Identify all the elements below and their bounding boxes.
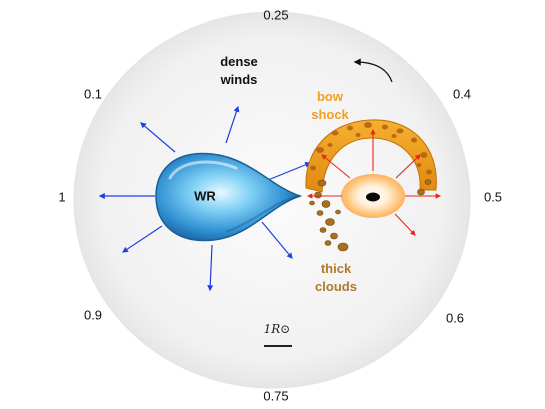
cloud-clump: [335, 209, 341, 215]
phase-label-lower-right: 0.6: [445, 310, 465, 326]
cloud-clump: [325, 218, 335, 226]
dense-winds-line1: dense: [220, 54, 258, 69]
dense-winds-label: dense winds: [220, 53, 258, 89]
cloud-clump: [330, 232, 338, 240]
bow-shock: [305, 119, 437, 193]
wind-arrow: [267, 162, 312, 181]
dense-winds-line2: winds: [220, 72, 258, 87]
cloud-clump: [337, 242, 349, 252]
thick-clouds-line1: thick: [320, 261, 352, 276]
cloud-clump: [309, 200, 315, 206]
phase-label-upper-left: 0.1: [83, 86, 103, 102]
cloud-clump: [424, 179, 432, 185]
wind-arrow: [225, 105, 240, 144]
bow-shock-line2: shock: [311, 107, 349, 122]
wr-star: [155, 152, 303, 242]
scale-indicator: 1R⊙: [262, 320, 292, 347]
cloud-clump: [319, 227, 327, 233]
cloud-clump: [316, 210, 324, 216]
cloud-clump: [324, 240, 332, 246]
scale-bar: [264, 345, 292, 347]
shock-arrow: [394, 213, 416, 236]
cloud-clump: [317, 179, 327, 187]
wind-arrow: [122, 225, 163, 253]
thick-clouds: [309, 179, 432, 252]
phase-label-upper-right: 0.4: [452, 86, 472, 102]
shock-arrow: [321, 154, 351, 179]
cloud-clump: [314, 191, 322, 199]
phase-label-left: 1: [58, 189, 66, 205]
wind-arrow: [140, 122, 176, 153]
scale-label: 1R⊙: [263, 322, 291, 336]
phase-label-top: 0.25: [263, 7, 289, 23]
companion-core: [366, 192, 380, 202]
wind-arrows: [98, 105, 312, 292]
wr-label: WR: [194, 188, 216, 204]
phase-label-right: 0.5: [483, 189, 503, 205]
cloud-clump: [417, 188, 425, 196]
rotation-arrow: [353, 58, 393, 83]
shock-arrows: [306, 128, 442, 236]
shock-arrow: [395, 154, 421, 179]
wind-arrow: [261, 221, 293, 259]
phase-label-lower-left: 0.9: [83, 307, 103, 323]
wind-arrow: [207, 244, 214, 292]
cloud-clump: [321, 200, 331, 208]
bow-shock-line1: bow: [316, 89, 343, 104]
bow-shock-label: bow shock: [311, 88, 349, 124]
thick-clouds-line2: clouds: [315, 279, 357, 294]
phase-label-bottom: 0.75: [263, 388, 289, 404]
thick-clouds-label: thick clouds: [315, 260, 357, 296]
